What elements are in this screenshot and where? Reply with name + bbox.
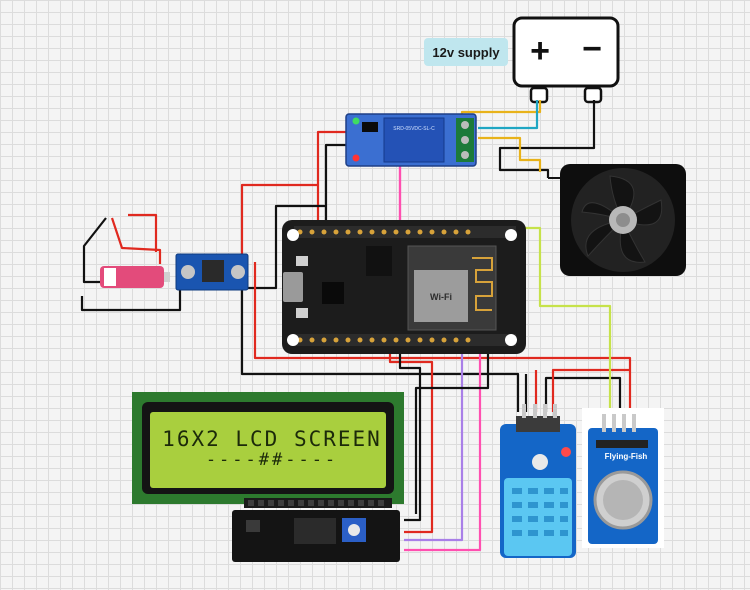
battery[interactable] bbox=[100, 266, 170, 288]
relay-module[interactable]: SRD-05VDC-SL-C bbox=[345, 113, 477, 167]
nodemcu-board[interactable]: Wi-Fi bbox=[282, 220, 526, 354]
i2c-adapter[interactable] bbox=[232, 498, 400, 562]
lcd-16x2[interactable] bbox=[132, 392, 404, 504]
svg-text:Wi-Fi: Wi-Fi bbox=[430, 292, 452, 302]
power-supply[interactable]: + − bbox=[512, 16, 620, 104]
minus-terminal-label: − bbox=[582, 30, 602, 68]
mq-sensor-brand-label: Flying-Fish bbox=[604, 452, 648, 461]
buck-converter[interactable] bbox=[175, 253, 249, 291]
dht11-sensor[interactable] bbox=[500, 404, 576, 558]
lcd-line-2: ----##---- bbox=[205, 450, 339, 470]
wires bbox=[80, 100, 632, 552]
supply-label: 12v supply bbox=[424, 38, 508, 66]
plus-terminal-label: + bbox=[530, 32, 550, 70]
cooling-fan[interactable] bbox=[560, 164, 686, 276]
lcd-line-1: 16X2 LCD SCREEN bbox=[162, 427, 382, 451]
svg-text:SRD-05VDC-SL-C: SRD-05VDC-SL-C bbox=[393, 126, 435, 132]
mq-gas-sensor[interactable] bbox=[582, 408, 664, 548]
